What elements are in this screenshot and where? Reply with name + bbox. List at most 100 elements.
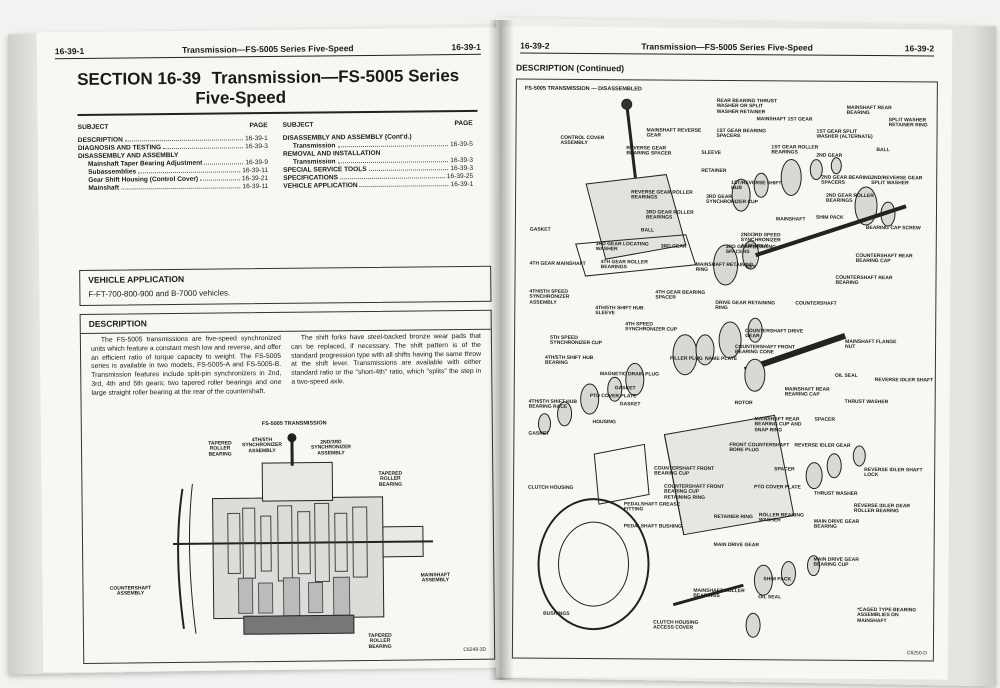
part-label: MAINSHAFT REVERSE GEAR (646, 127, 702, 139)
part-label: ROTOR (734, 400, 753, 407)
part-label: ROLLER BEARING WASHER (758, 512, 804, 524)
part-label: COUNTERSHAFT REAR BEARING (835, 274, 893, 287)
description-continued-heading: DESCRIPTION (Continued) (515, 62, 625, 74)
part-label: SHIM PACK (815, 214, 844, 221)
label-tapered-roller-bearing: TAPERED ROLLER BEARING (208, 440, 232, 458)
label-tapered-roller-bearing-2: TAPERED ROLLER BEARING (378, 470, 403, 488)
part-label: COUNTERSHAFT FRONT BEARING CONE (734, 344, 796, 356)
part-label: DRIVE GEAR RETAINING RING (715, 299, 776, 312)
part-label: 2ND GEAR ROLLER BEARINGS (826, 192, 874, 205)
toc-entry-page: 16-39-5 (450, 140, 473, 149)
right-header-title: Transmission—FS-5005 Series Five-Speed (641, 41, 813, 53)
toc-entry-page: 16-39-25 (446, 172, 474, 181)
label-tapered-roller-bearing-3: TAPERED ROLLER BEARING (368, 632, 392, 650)
part-label: BEARING CAP SCREW (865, 224, 921, 232)
right-page: 16-39-2 Transmission—FS-5005 Series Five… (497, 26, 953, 680)
section-title-main: Transmission—FS-5005 Series (211, 66, 460, 88)
toc-entry-title: SPECIFICATIONS (283, 174, 339, 182)
part-label: MAIN DRIVE GEAR (713, 541, 759, 549)
toc-leader-dots (340, 173, 445, 180)
toc-entry-title: REMOVAL AND INSTALLATION (282, 149, 381, 158)
part-label: KEY (745, 264, 756, 271)
description-paragraph-2: The shift forks have steel-backed bronze… (290, 332, 482, 386)
part-label: SLEEVE (701, 149, 722, 156)
part-label: 1ST GEAR BEARING SPACERS (716, 127, 767, 140)
toc-leader-dots (163, 143, 244, 150)
part-label: REVERSE IDLER GEAR (794, 442, 851, 449)
left-running-head: 16-39-1 Transmission—FS-5005 Series Five… (54, 41, 481, 60)
toc-subject-label: SUBJECT (77, 123, 109, 132)
label-2nd-3rd-synchronizer: 2ND/3RD SYNCHRONIZER ASSEMBLY (310, 439, 352, 457)
description-paragraph-1: The FS-5005 transmissions are five-speed… (90, 334, 282, 397)
toc-entry-page: 16-39-3 (450, 156, 474, 165)
toc-header-2: SUBJECT PAGE (283, 120, 473, 129)
part-label: 3RD GEAR ROLLER BEARINGS (645, 209, 694, 221)
part-label: GASKET (619, 401, 641, 408)
toc-entry-title: DESCRIPTION (77, 136, 123, 145)
part-label: COUNTERSHAFT DRIVE GEAR (745, 328, 804, 340)
vehicle-application-text: F-FT-700-800-900 and B-7000 vehicles. (88, 288, 231, 299)
part-label: CLUTCH HOUSING ACCESS COVER (653, 619, 699, 632)
part-label: GASKET (528, 430, 550, 437)
label-countershaft-assembly: COUNTERSHAFT ASSEMBLY (109, 585, 152, 597)
part-label: 3RD GEAR BEARING SPACERS (725, 244, 777, 256)
figure-code: C6248-3D (463, 646, 487, 654)
toc-entry-title: Mainshaft Taper Bearing Adjustment (88, 159, 203, 168)
part-label: SPLIT WASHER RETAINER RING (888, 117, 928, 129)
part-label: COUNTERSHAFT FRONT BEARING CUP (654, 465, 715, 478)
part-label: 2ND GEAR (816, 152, 843, 159)
diagram-title: FS-5005 TRANSMISSION — DISASSEMBLED (524, 85, 642, 93)
toc-entry-page: 16-39-1 (245, 135, 268, 143)
part-label: REVERSE GEAR ROLLER BEARINGS (631, 189, 693, 201)
toc-entry-title: DISASSEMBLY AND ASSEMBLY (Cont'd.) (282, 133, 412, 142)
description-heading: DESCRIPTION (80, 310, 491, 334)
section-title: SECTION 16-39 Transmission—FS-5005 Serie… (77, 66, 459, 109)
part-label: GASKET (529, 226, 551, 233)
toc-entry-title: VEHICLE APPLICATION (283, 182, 358, 190)
part-label: MAINSHAFT REAR BEARING CAP (784, 386, 830, 398)
part-label: PTO COVER PLATE (589, 393, 637, 400)
toc-leader-dots (124, 135, 244, 142)
toc-subject-label-2: SUBJECT (282, 121, 314, 129)
toc-leader-dots (337, 157, 449, 164)
toc-entry-title: Mainshaft (88, 184, 120, 192)
right-page-number-right: 16-39-2 (904, 43, 935, 54)
toc-entry-page: 16-39-11 (242, 167, 269, 175)
toc-entry-title: DISASSEMBLY AND ASSEMBLY (77, 151, 179, 161)
part-label: SPACER (814, 416, 836, 423)
part-label: COUNTERSHAFT (795, 300, 837, 307)
part-label: 2ND/REVERSE GEAR SPLIT WASHER (871, 175, 923, 187)
part-label: 4TH SPEED SYNCHRONIZER CUP (625, 321, 678, 333)
part-label: FRONT COUNTERSHAFT BORE PLUG (729, 442, 790, 454)
toc-column-2: SUBJECT PAGE DISASSEMBLY AND ASSEMBLY (C… (283, 120, 474, 191)
section-subtitle: Five-Speed (195, 87, 287, 108)
part-label: REVERSE IDLER GEAR ROLLER BEARING (853, 502, 911, 515)
part-label: MAINSHAFT 1ST GEAR (756, 116, 813, 123)
part-label: PTO COVER PLATE (754, 484, 801, 491)
left-page-number: 16-39-1 (54, 45, 85, 57)
diagram-code: C6250-D (906, 650, 927, 657)
toc-entry-page: 16-39-9 (245, 159, 269, 167)
part-label: MAINSHAFT REAR BEARING CUP AND SNAP RING (754, 416, 802, 433)
toc-entry-page: 16-39-11 (242, 183, 269, 191)
part-label: THRUST WASHER (844, 398, 889, 406)
label-4th-5th-synchronizer: 4TH/5TH SYNCHRONIZER ASSEMBLY (241, 436, 283, 454)
title-rule (77, 109, 478, 117)
part-label: BUSHINGS (543, 610, 570, 617)
part-label: MAINSHAFT FLANGE NUT (845, 338, 897, 351)
caged-bearing-note: *CAGED TYPE BEARING ASSEMBLIES ON MAINSH… (857, 606, 917, 624)
part-label: 3RD GEAR (660, 243, 687, 250)
part-label: PEDALSHAFT BUSHING (623, 523, 682, 530)
description-box: DESCRIPTION The FS-5005 transmissions ar… (79, 309, 496, 664)
toc-leader-dots (368, 165, 449, 171)
part-label: HOUSING (592, 419, 616, 426)
toc-header: SUBJECT PAGE (78, 122, 268, 131)
toc-entry-title: SPECIAL SERVICE TOOLS (283, 165, 367, 174)
exploded-parts-illustration (537, 98, 907, 638)
part-label: 3RD GEAR LOCATING WASHER (595, 241, 649, 253)
part-label: 5TH SPEED SYNCHRONIZER CUP (550, 334, 603, 347)
part-label: GASKET (614, 385, 636, 392)
toc-leader-dots (138, 167, 241, 174)
